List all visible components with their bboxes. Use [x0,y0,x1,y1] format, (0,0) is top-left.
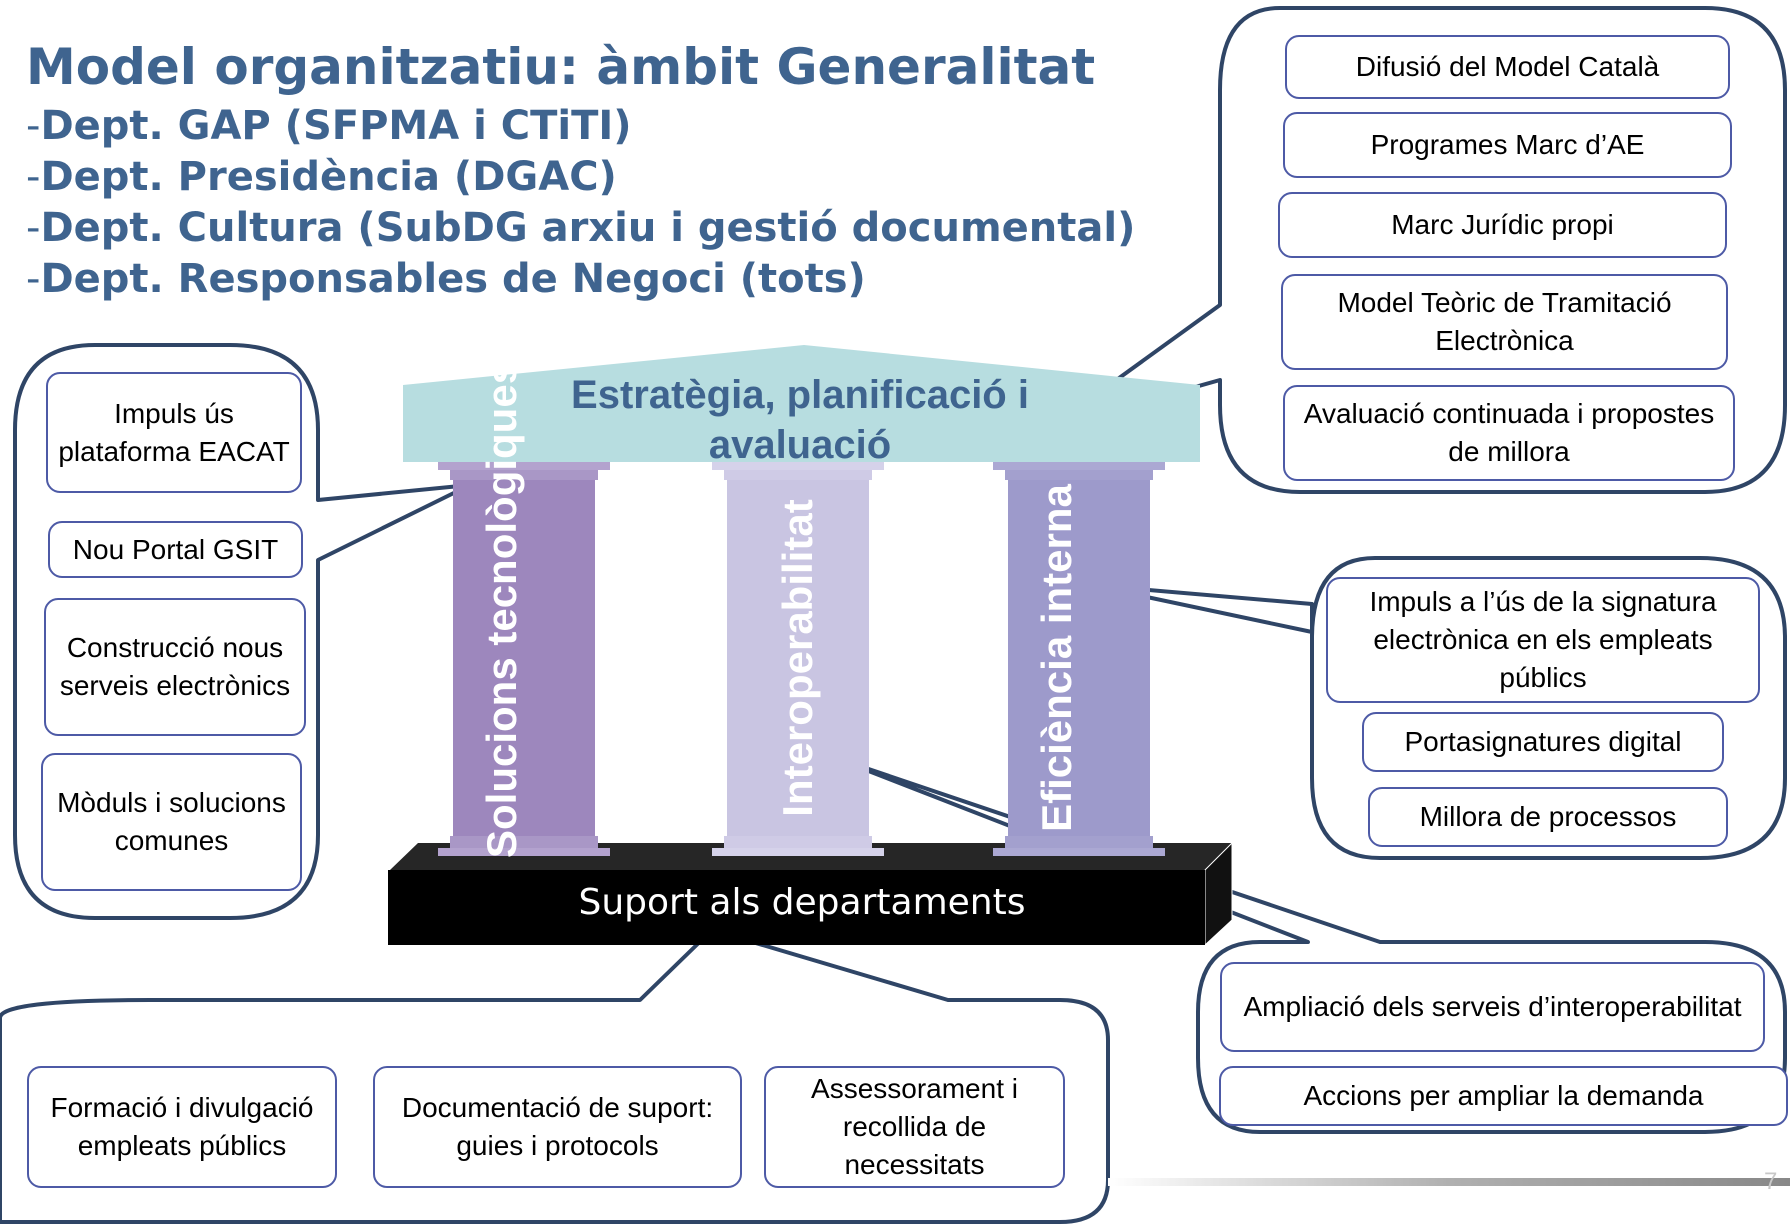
roof [403,345,1200,462]
efficiency-item: Impuls a l’ús de la signatura electrònic… [1326,577,1760,703]
department-line: -Dept. Presidència (DGAC) [26,154,617,200]
department-line: -Dept. Cultura (SubDG arxiu i gestió doc… [26,205,1136,251]
interoperability-item: Ampliació dels serveis d’interoperabilit… [1220,962,1765,1052]
strategy-item: Marc Jurídic propi [1278,192,1727,258]
support-item: Formació i divulgació empleats públics [27,1066,337,1188]
support-item: Documentació de suport: guies i protocol… [373,1066,742,1188]
efficiency-item: Portasignatures digital [1362,712,1724,772]
page-number: 7 [1764,1168,1778,1195]
department-line: -Dept. Responsables de Negoci (tots) [26,256,866,302]
interoperability-item: Accions per ampliar la demanda [1219,1066,1788,1126]
pillar-label-efficiency: Eficiència interna [1033,484,1080,832]
base-label: Suport als departaments [578,882,1026,923]
footer-bar [1108,1178,1790,1186]
strategy-item: Programes Marc d’AE [1283,112,1732,178]
technology-item: Nou Portal GSIT [48,521,303,578]
pillar-technology [438,462,610,856]
efficiency-item: Millora de processos [1368,787,1728,847]
support-item: Assessorament i recollida de necessitats [764,1066,1065,1188]
base-front-face [388,870,1205,945]
roof-label: Estratègia, planificació i avaluació [571,373,1029,467]
pillar-label-technology: Solucions tecnològiques [478,360,525,858]
technology-item: Construcció nous serveis electrònics [44,598,306,736]
pillar-efficiency [993,462,1165,856]
strategy-item: Model Teòric de Tramitació Electrònica [1281,274,1728,370]
technology-item: Impuls ús plataforma EACAT [46,372,302,493]
strategy-item: Difusió del Model Català [1285,35,1730,99]
pillar-label-interoperability: Interoperabilitat [774,499,821,817]
pillar-interoperability [712,462,884,856]
department-line: -Dept. GAP (SFPMA i CTiTI) [26,103,632,149]
page-title: Model organitzatiu: àmbit Generalitat [26,38,1096,96]
strategy-item: Avaluació continuada i propostes de mill… [1283,385,1735,481]
technology-item: Mòduls i solucions comunes [41,753,302,891]
